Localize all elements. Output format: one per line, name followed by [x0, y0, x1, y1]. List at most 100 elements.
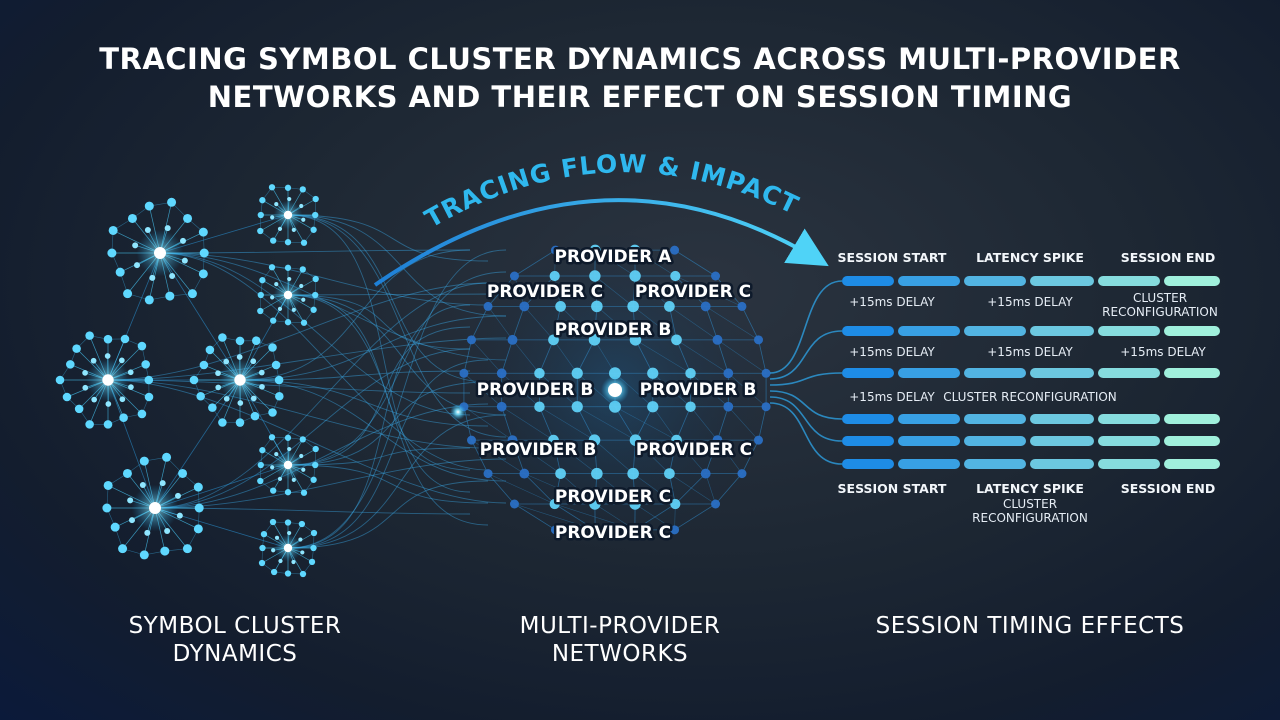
sphere-edge	[514, 503, 556, 531]
sphere-node	[685, 368, 696, 379]
sphere-edge	[632, 473, 676, 505]
section-caption-line: NETWORKS	[551, 641, 689, 667]
cluster-node	[215, 370, 221, 377]
timeline-note: +15ms DELAY	[849, 295, 935, 309]
cluster-node	[299, 266, 306, 273]
sphere-edge	[594, 339, 616, 374]
timeline-bars	[842, 276, 1220, 469]
timeline-segment	[1030, 459, 1094, 469]
cluster-node	[141, 360, 150, 369]
cluster-node	[55, 375, 65, 385]
sphere-node	[664, 468, 675, 479]
timeline-segment	[1164, 368, 1220, 378]
cluster-node	[274, 282, 279, 287]
sphere-node	[671, 334, 682, 346]
flow-links	[107, 214, 507, 549]
cluster-node	[66, 360, 75, 369]
flow-link	[287, 214, 489, 262]
sphere-node	[685, 401, 696, 412]
sphere-edge	[676, 406, 691, 441]
cluster-node	[257, 291, 264, 299]
sphere-node	[509, 271, 519, 281]
sphere-edge	[539, 406, 554, 441]
sphere-edge	[674, 249, 716, 277]
cluster-node	[270, 295, 275, 300]
sphere-node	[589, 270, 601, 282]
sphere-node	[550, 525, 560, 535]
cluster-node	[127, 213, 137, 223]
cluster-node	[160, 546, 170, 556]
sphere-edge	[715, 473, 743, 505]
cluster-node	[299, 453, 304, 459]
section-caption-provider-networks: MULTI-PROVIDER NETWORKS	[450, 612, 790, 668]
sphere-node	[591, 300, 603, 313]
timeline-link	[769, 280, 843, 374]
sphere-node	[609, 367, 621, 380]
cluster-node	[149, 274, 156, 281]
sphere-edge	[514, 249, 556, 277]
sphere-edge	[758, 406, 767, 441]
cluster-node	[250, 411, 260, 421]
sphere-edge	[669, 473, 716, 505]
timeline-segment	[1030, 436, 1094, 446]
sphere-node	[588, 434, 601, 446]
cluster-core	[283, 460, 293, 470]
sphere-node	[534, 368, 545, 379]
cluster-node	[115, 267, 125, 277]
cluster-node	[123, 289, 133, 299]
flow-label-text: TRACING FLOW & IMPACT	[420, 149, 803, 233]
flow-link	[287, 293, 507, 296]
section-caption-session-timing: SESSION TIMING EFFECTS	[840, 612, 1220, 640]
sphere-edge	[635, 339, 691, 374]
sphere-edge	[652, 373, 691, 407]
sphere-edge	[553, 306, 561, 340]
cluster-node	[271, 360, 281, 370]
cluster-node	[179, 237, 186, 244]
cluster-node	[275, 392, 284, 401]
sphere-edge	[512, 306, 525, 340]
cluster-node	[301, 297, 306, 302]
sphere-edge	[705, 306, 759, 341]
sphere-edge	[576, 406, 595, 441]
timeline-footer-latency-spike: LATENCY SPIKE	[976, 481, 1084, 496]
cluster-node	[250, 358, 257, 365]
sphere-edge	[674, 503, 716, 531]
cluster-core	[283, 543, 293, 553]
sphere-edge	[501, 406, 554, 441]
cluster-node	[284, 570, 292, 577]
cluster-node	[268, 434, 276, 441]
sphere-edge	[634, 503, 676, 531]
cluster-node	[284, 519, 292, 526]
cluster-node	[312, 461, 319, 469]
cluster-node	[119, 396, 126, 403]
timeline-segment	[964, 414, 1026, 424]
cluster-node	[167, 197, 177, 207]
sphere-node	[670, 525, 680, 535]
sphere-node	[761, 402, 771, 412]
cluster-node	[85, 420, 94, 429]
sphere-edge	[741, 439, 759, 474]
sphere-node	[737, 301, 747, 311]
timeline-segment	[842, 276, 894, 286]
cluster-node	[182, 544, 192, 554]
section-caption-line: SYMBOL CLUSTER	[128, 613, 342, 639]
cluster-node	[270, 237, 277, 244]
cluster-node	[310, 476, 317, 483]
cluster-node	[312, 195, 319, 203]
timeline-footer-note: CLUSTER	[1003, 497, 1057, 511]
cluster-node	[291, 477, 296, 482]
cluster-node	[103, 480, 113, 490]
cluster-node	[268, 184, 276, 191]
sphere-node	[483, 469, 493, 479]
sphere-node	[550, 245, 560, 255]
sphere-edge	[524, 275, 555, 307]
cluster-node	[270, 215, 275, 220]
timeline-segment	[898, 414, 960, 424]
cluster-node	[274, 535, 280, 540]
cluster-core	[283, 290, 293, 300]
sphere-edge	[758, 339, 767, 374]
cluster-node	[119, 413, 128, 422]
sphere-edge	[553, 439, 598, 474]
flow-arrow	[373, 198, 829, 287]
cluster-node	[284, 184, 292, 191]
